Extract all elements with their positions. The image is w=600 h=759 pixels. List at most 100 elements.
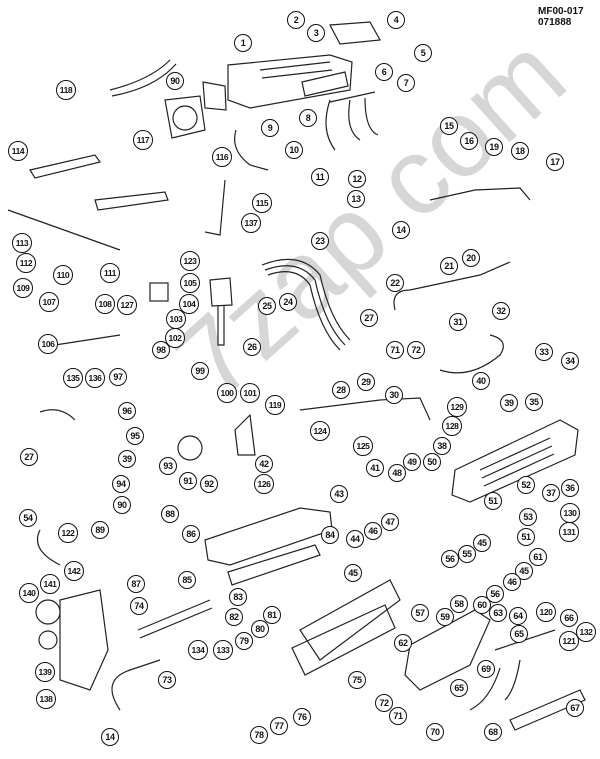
callout-75: 75 [348, 671, 366, 689]
callout-45: 45 [515, 562, 533, 580]
head-gasket [291, 604, 396, 676]
callout-120: 120 [536, 602, 556, 622]
date-code: 071888 [538, 17, 572, 28]
callout-94: 94 [112, 475, 130, 493]
callout-116: 116 [212, 147, 232, 167]
callout-3: 3 [307, 24, 325, 42]
callout-53: 53 [519, 508, 537, 526]
callout-13: 13 [347, 190, 365, 208]
callout-110: 110 [53, 265, 73, 285]
callout-128: 128 [442, 416, 462, 436]
distributor [209, 277, 233, 346]
callout-27: 27 [20, 448, 38, 466]
callout-97: 97 [109, 368, 127, 386]
callout-114: 114 [8, 141, 28, 161]
callout-70: 70 [426, 723, 444, 741]
callout-65: 65 [510, 625, 528, 643]
callout-47: 47 [381, 513, 399, 531]
callout-50: 50 [423, 453, 441, 471]
callout-122: 122 [58, 523, 78, 543]
callout-5: 5 [414, 44, 432, 62]
callout-135: 135 [63, 368, 83, 388]
callout-117: 117 [133, 130, 153, 150]
callout-102: 102 [165, 328, 185, 348]
callout-52: 52 [517, 476, 535, 494]
callout-59: 59 [436, 608, 454, 626]
callout-67: 67 [566, 699, 584, 717]
callout-39: 39 [500, 394, 518, 412]
callout-79: 79 [235, 632, 253, 650]
callout-62: 62 [394, 634, 412, 652]
callout-29: 29 [357, 373, 375, 391]
callout-68: 68 [484, 723, 502, 741]
callout-126: 126 [254, 474, 274, 494]
callout-86: 86 [182, 525, 200, 543]
callout-41: 41 [366, 459, 384, 477]
callout-51: 51 [484, 492, 502, 510]
callout-45: 45 [344, 564, 362, 582]
callout-134: 134 [188, 640, 208, 660]
callout-72: 72 [375, 694, 393, 712]
pulley [35, 599, 61, 625]
egr-valve [177, 435, 203, 461]
callout-107: 107 [39, 292, 59, 312]
callout-104: 104 [179, 294, 199, 314]
callout-8: 8 [299, 109, 317, 127]
heat-shield [509, 689, 586, 731]
intake-gasket [227, 544, 321, 586]
callout-132: 132 [576, 622, 596, 642]
cylinder-head [299, 579, 401, 661]
callout-30: 30 [385, 386, 403, 404]
callout-81: 81 [263, 606, 281, 624]
callout-87: 87 [127, 575, 145, 593]
sensor-cable [111, 659, 161, 711]
ignition-coil [149, 282, 169, 302]
callout-40: 40 [472, 372, 490, 390]
callout-137: 137 [241, 213, 261, 233]
callout-66: 66 [560, 609, 578, 627]
callout-16: 16 [460, 132, 478, 150]
callout-119: 119 [265, 395, 285, 415]
callout-34: 34 [561, 352, 579, 370]
callout-76: 76 [293, 708, 311, 726]
callout-85: 85 [178, 571, 196, 589]
callout-80: 80 [251, 620, 269, 638]
callout-49: 49 [403, 453, 421, 471]
callout-142: 142 [64, 561, 84, 581]
callout-129: 129 [447, 397, 467, 417]
wiring-harness [429, 187, 531, 201]
callout-95: 95 [126, 427, 144, 445]
callout-140: 140 [19, 583, 39, 603]
callout-123: 123 [180, 251, 200, 271]
callout-109: 109 [13, 278, 33, 298]
hose [439, 334, 504, 374]
callout-71: 71 [389, 707, 407, 725]
plenum-gasket [301, 71, 349, 97]
callout-17: 17 [546, 153, 564, 171]
callout-105: 105 [180, 273, 200, 293]
callout-56: 56 [486, 585, 504, 603]
throttle-gasket [202, 81, 227, 111]
callout-69: 69 [477, 660, 495, 678]
callout-28: 28 [332, 381, 350, 399]
front-cover [59, 589, 109, 691]
callout-115: 115 [252, 193, 272, 213]
callout-124: 124 [310, 421, 330, 441]
callout-138: 138 [36, 689, 56, 709]
callout-7: 7 [397, 74, 415, 92]
callout-1: 1 [234, 34, 252, 52]
callout-46: 46 [364, 522, 382, 540]
callout-141: 141 [40, 574, 60, 594]
callout-39: 39 [118, 450, 136, 468]
callout-96: 96 [118, 402, 136, 420]
callout-131: 131 [559, 522, 579, 542]
callout-10: 10 [285, 141, 303, 159]
callout-24: 24 [279, 293, 297, 311]
callout-121: 121 [559, 631, 579, 651]
hose [109, 59, 177, 97]
callout-48: 48 [388, 464, 406, 482]
callout-91: 91 [179, 472, 197, 490]
callout-23: 23 [311, 232, 329, 250]
